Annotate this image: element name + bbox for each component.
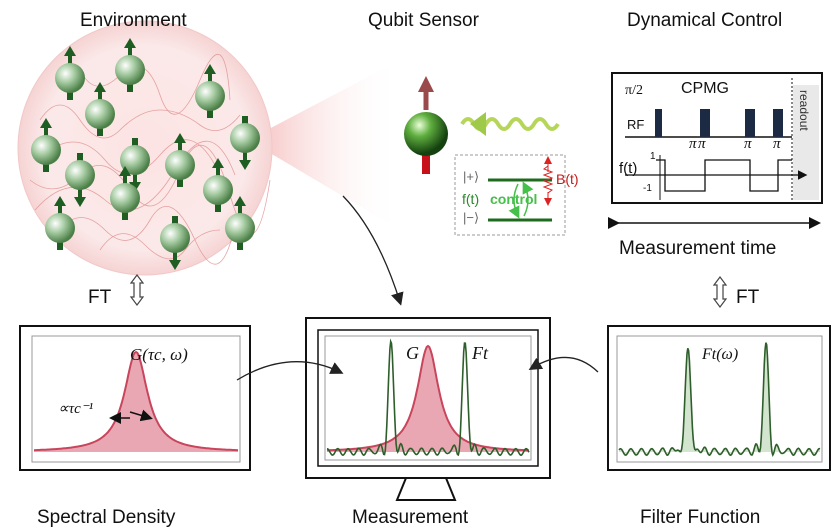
bath-spin (110, 166, 140, 220)
bath-spin (55, 46, 85, 100)
measurement-f-label: Ft (472, 343, 488, 363)
pulse-pi-half (655, 109, 662, 137)
bath-spin (225, 196, 255, 250)
cpmg-title: CPMG (681, 80, 729, 97)
arrow-qubit-to-measurement (342, 195, 404, 306)
qubit-sphere (404, 112, 448, 156)
width-arrow-right (129, 409, 153, 422)
filter-frame (607, 325, 831, 471)
ft-right-label: FT (736, 287, 760, 308)
qubit-sensor-heading: Qubit Sensor (368, 10, 479, 31)
control-fn-label: f(t) (462, 191, 480, 207)
width-label: ∝τc⁻¹ (58, 401, 94, 417)
measurement-time-label: Measurement time (619, 238, 777, 259)
pi-half-label: π/2 (625, 83, 643, 98)
filter-axes (616, 335, 823, 463)
filter-curve (618, 342, 821, 457)
measurement-g-fill (327, 346, 529, 452)
monitor-outer (305, 317, 551, 479)
pulse-label-4: π (773, 136, 781, 152)
ket-minus-label: |−⟩ (463, 210, 480, 225)
measurement-g-label: G (406, 343, 419, 363)
environment-heading: Environment (80, 10, 187, 31)
energy-level-box (454, 154, 566, 236)
arrow-spectral-to-measurement (236, 361, 344, 381)
measurement-heading: Measurement (352, 507, 469, 528)
pulse-3 (773, 109, 783, 137)
pulse-2 (745, 109, 755, 137)
dynamical-control-heading: Dynamical Control (627, 10, 783, 31)
ft-waveform (656, 159, 792, 192)
control-arrow-down (508, 183, 520, 219)
bath-spin (195, 64, 225, 118)
bath-spin (31, 118, 61, 172)
pulse-label-3: π (744, 136, 752, 152)
pulse-1 (700, 109, 710, 137)
spectral-density-heading: Spectral Density (37, 507, 176, 528)
rf-label: RF (627, 117, 645, 132)
spectral-frame (19, 325, 251, 471)
tick-bottom: -1 (643, 183, 652, 194)
filter-curve-label: Ft(ω) (702, 346, 739, 363)
bath-spin (65, 153, 95, 207)
qubit-spin-tail (422, 150, 430, 174)
environment-bath (17, 20, 400, 276)
bath-spin (160, 216, 190, 270)
bath-spin (115, 38, 145, 92)
cpmg-panel (611, 72, 823, 204)
pulse-label-1: π (689, 136, 697, 152)
monitor-stand (395, 477, 457, 501)
cpmg-frame (611, 72, 823, 204)
qubit-arrow-head (418, 76, 434, 92)
control-label: control (490, 191, 538, 207)
readout-label: readout (797, 90, 811, 131)
measurement-f-curve (326, 338, 530, 457)
arrow-filter-to-measurement (528, 356, 599, 373)
ft-left-label: FT (88, 287, 112, 308)
spectral-curve-label: G(τc, ω) (130, 345, 188, 364)
spectral-curve (33, 350, 239, 452)
bath-spin (120, 138, 150, 192)
tick-top: 1 (650, 151, 656, 162)
filter-function-heading: Filter Function (640, 507, 761, 528)
readout-band (793, 85, 819, 200)
incoming-wave-arrow (470, 112, 486, 136)
spectral-fill (34, 352, 238, 452)
ft-right-arrow (712, 276, 728, 308)
pulse-label-2: π (698, 136, 706, 152)
projection-cone (248, 60, 400, 230)
qubit-sensor (404, 76, 566, 236)
monitor-inner (317, 329, 539, 467)
bath-spin (45, 196, 75, 250)
bath-spin (203, 158, 233, 212)
bath-spin (165, 133, 195, 187)
ft-left-arrow (129, 274, 145, 306)
ft-axis-label: f(t) (619, 160, 638, 177)
bath-spin (85, 82, 115, 136)
bath-spin (230, 116, 260, 170)
field-label: B(t) (556, 171, 579, 187)
ket-plus-label: |+⟩ (463, 169, 480, 184)
control-arrow-up (522, 181, 534, 217)
